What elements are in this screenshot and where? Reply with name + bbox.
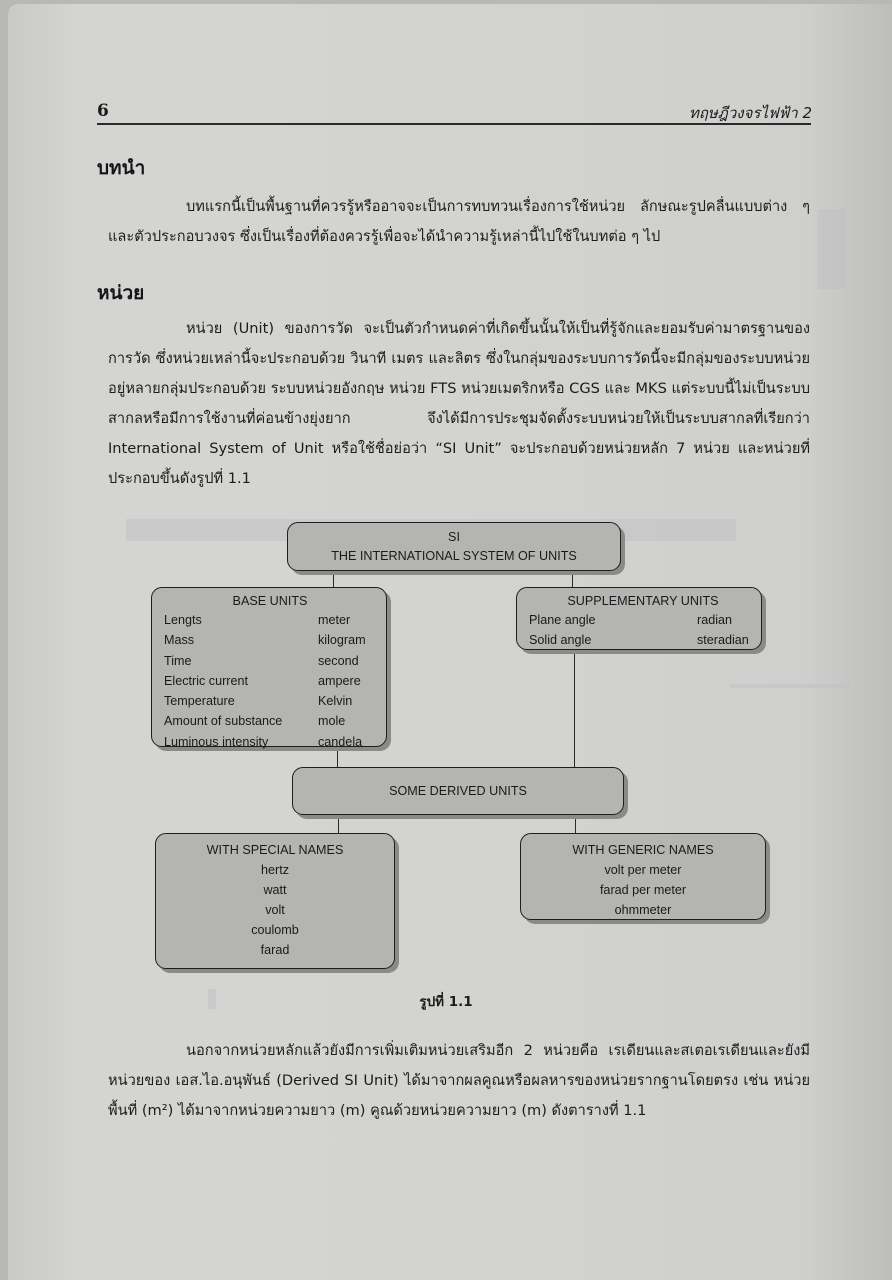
base-unit-row: Lengts meter [164,610,376,630]
unit-label: second [318,653,359,668]
generic-names-box: WITH GENERIC NAMES volt per meter farad … [520,833,766,920]
bleed-through-shape [208,989,216,1009]
unit-label: ampere [318,673,361,688]
base-unit-row: Time second [164,651,376,671]
introduction-paragraph: บทแรกนี้เป็นพื้นฐานที่ควรรู้หรืออาจจะเป็… [108,192,810,252]
unit-label: steradian [697,633,749,648]
closing-paragraph: นอกจากหน่วยหลักแล้วยังมีการเพิ่มเติมหน่ว… [108,1036,810,1126]
special-names-box: WITH SPECIAL NAMES hertz watt volt coulo… [155,833,395,969]
derived-unit-item: farad [260,943,290,957]
connector-line [337,748,339,768]
derived-units-title: SOME DERIVED UNITS [389,784,527,798]
si-root-line2: THE INTERNATIONAL SYSTEM OF UNITS [331,549,577,563]
unit-label: kilogram [318,633,366,648]
base-units-title: BASE UNITS [232,594,308,608]
quantity-label: Plane angle [529,613,596,627]
quantity-label: Amount of substance [164,714,283,729]
quantity-label: Solid angle [529,633,592,648]
derived-unit-item: farad per meter [599,883,687,897]
base-unit-row: Temperature Kelvin [164,691,376,711]
section-heading-units: หน่วย [97,282,145,304]
special-names-title: WITH SPECIAL NAMES [206,843,344,857]
base-unit-row: Amount of substance mole [164,711,376,731]
supplementary-unit-row: Solid angle steradian [529,630,757,650]
supplementary-unit-row: Plane angle radian [529,610,757,630]
base-units-box: BASE UNITS Lengts meter Mass kilogram Time… [151,587,387,749]
connector-line [333,570,335,588]
si-root-box: SI THE INTERNATIONAL SYSTEM OF UNITS [287,522,621,571]
quantity-label: Temperature [164,694,235,709]
generic-names-title: WITH GENERIC NAMES [572,843,714,857]
derived-unit-item: volt [265,903,285,917]
derived-unit-item: volt per meter [604,863,682,877]
quantity-label: Luminous intensity [164,734,269,749]
bleed-through-shape [818,209,846,289]
supplementary-units-box: SUPPLEMENTARY UNITS Plane angle radian So… [516,587,762,650]
unit-label: meter [318,613,351,627]
connector-line [574,651,576,768]
unit-label: mole [318,714,346,729]
unit-label: candela [318,734,363,749]
units-paragraph: หน่วย (Unit) ของการวัด จะเป็นตัวกำหนดค่า… [108,314,810,494]
connector-line [572,570,574,588]
derived-unit-item: hertz [261,863,289,877]
quantity-label: Lengts [164,613,202,627]
si-root-line1: SI [448,530,460,544]
base-unit-row: Electric current ampere [164,671,376,691]
supplementary-units-title: SUPPLEMENTARY UNITS [567,594,719,608]
introduction-text: บทแรกนี้เป็นพื้นฐานที่ควรรู้หรืออาจจะเป็… [108,198,810,245]
bleed-through-shape [730,684,850,688]
header-rule [97,123,811,125]
base-unit-row: Mass kilogram [164,630,376,650]
unit-label: radian [697,613,733,627]
connector-line [575,815,577,833]
unit-label: Kelvin [318,694,353,709]
closing-text: นอกจากหน่วยหลักแล้วยังมีการเพิ่มเติมหน่ว… [108,1042,810,1119]
page-number: 6 [97,101,109,121]
derived-units-box: SOME DERIVED UNITS [292,767,624,815]
connector-line [338,815,340,833]
derived-unit-item: coulomb [251,923,299,937]
quantity-label: Time [164,653,192,668]
quantity-label: Mass [164,633,195,648]
figure-caption: รูปที่ 1.1 [419,994,473,1010]
base-unit-row: Luminous intensity candela [164,732,376,752]
running-header-title: ทฤษฎีวงจรไฟฟ้า 2 [688,104,812,122]
derived-unit-item: ohmmeter [614,903,672,917]
quantity-label: Electric current [164,673,248,688]
units-text: หน่วย (Unit) ของการวัด จะเป็นตัวกำหนดค่า… [108,320,810,487]
derived-unit-item: watt [263,883,287,897]
section-heading-introduction: บทนำ [97,157,146,179]
